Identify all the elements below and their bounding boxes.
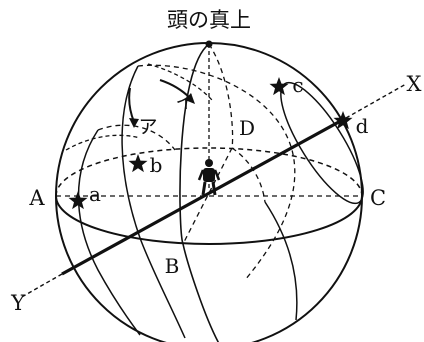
axis-y-label: Y <box>10 291 26 315</box>
axis-line-dashed-y <box>20 274 62 298</box>
right-meridian-arc <box>265 202 297 320</box>
axis-x-label: X <box>407 72 422 96</box>
star-b-label: b <box>150 153 163 177</box>
axis-line-dashed-x <box>346 84 406 118</box>
star-b-icon <box>128 154 147 172</box>
point-c-label: C <box>370 186 386 210</box>
zenith-label: 頭の真上 <box>167 8 251 32</box>
star-d-label: d <box>356 114 369 138</box>
star-c-icon <box>269 77 288 95</box>
point-a-label: A <box>28 186 45 210</box>
meridian-back-arc <box>209 44 233 148</box>
arrow-i-label: イ <box>175 91 194 113</box>
path-a-arrow-arc <box>66 135 140 150</box>
star-c-label: c <box>292 73 303 97</box>
star-a-label: a <box>89 182 101 206</box>
point-b-label: B <box>165 254 180 278</box>
point-d-label: D <box>239 116 255 140</box>
arrow-a-label: ア <box>138 116 157 138</box>
star-a-icon <box>68 191 87 209</box>
right-meridian-arc-upper <box>232 148 265 202</box>
horizon-front-arc <box>56 196 362 244</box>
